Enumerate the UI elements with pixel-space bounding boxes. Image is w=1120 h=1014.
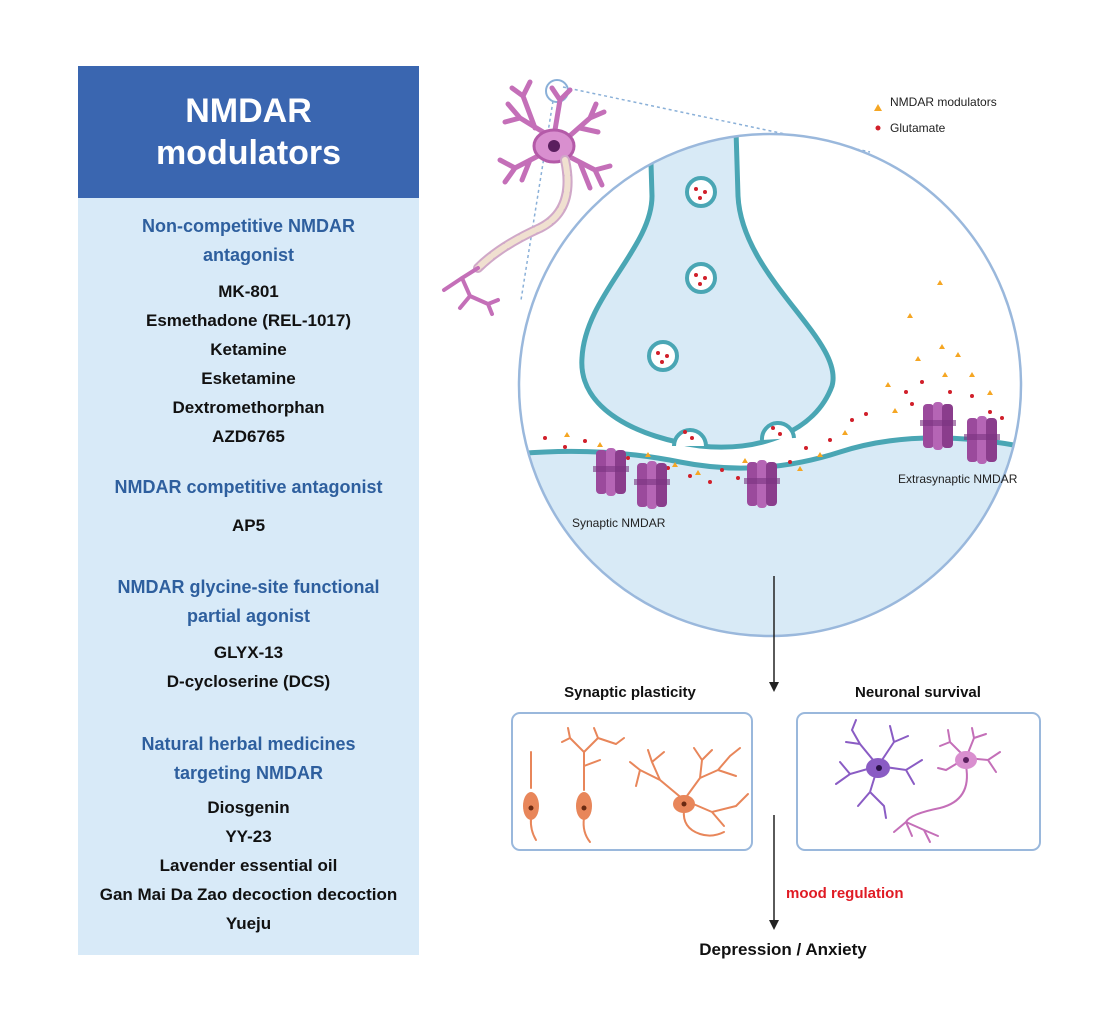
synaptic-nmdar-label: Synaptic NMDAR xyxy=(572,516,666,530)
legend-modulators-label: NMDAR modulators xyxy=(890,95,997,109)
section-title-competitive: NMDAR competitive antagonist xyxy=(114,477,383,497)
list-item: MK-801 xyxy=(218,282,279,301)
synaptic-receptor-icon xyxy=(744,460,780,508)
list-item: Gan Mai Da Zao decoction decoction xyxy=(99,885,398,904)
legend-modulator-marker xyxy=(874,104,882,111)
panel-title-line2: modulators xyxy=(155,134,342,172)
list-item: GLYX-13 xyxy=(213,643,284,662)
list-item: YY-23 xyxy=(225,827,272,846)
extrasynaptic-receptor-icon xyxy=(920,402,956,450)
zoom-circle-border xyxy=(517,132,1023,638)
healthy-neurons-icon xyxy=(835,719,1001,843)
panel-title-line1: NMDAR xyxy=(185,92,312,130)
list-item: AP5 xyxy=(231,516,266,535)
panel-header: NMDAR modulators xyxy=(78,66,419,198)
neuron-icon xyxy=(442,79,613,316)
survival-box xyxy=(796,712,1041,851)
section-title-glycine-site: NMDAR glycine-site functional partial ag… xyxy=(117,577,380,626)
extrasynaptic-receptor-icon xyxy=(964,416,1000,464)
section-items-glycine-site: GLYX-13 D-cycloserine (DCS) xyxy=(78,638,419,696)
list-item: Esmethadone (REL-1017) xyxy=(146,311,351,330)
list-item: Esketamine xyxy=(201,369,296,388)
section-items-herbal: Diosgenin YY-23 Lavender essential oil G… xyxy=(78,793,419,938)
list-item: AZD6765 xyxy=(212,427,285,446)
extrasynaptic-nmdar-label: Extrasynaptic NMDAR xyxy=(898,472,1018,486)
list-item: Lavender essential oil xyxy=(159,856,338,875)
flow-arrow xyxy=(769,576,779,692)
modulator-molecules xyxy=(564,280,993,475)
legend-glutamate-label: Glutamate xyxy=(890,121,946,135)
zoom-guide-line xyxy=(562,86,871,153)
list-item: Dextromethorphan xyxy=(172,398,325,417)
section-title-noncompetitive: Non-competitive NMDAR antagonist xyxy=(141,216,355,265)
neuronal-survival-label: Neuronal survival xyxy=(855,684,981,701)
section-items-competitive: AP5 xyxy=(78,511,419,540)
modulators-panel: NMDAR modulators Non-competitive NMDAR a… xyxy=(78,66,419,955)
flow-arrow xyxy=(769,815,779,930)
list-item: Yueju xyxy=(225,914,272,933)
synaptic-receptor-icon xyxy=(634,461,670,509)
legend-glutamate-marker xyxy=(875,125,881,131)
list-item: D-cycloserine (DCS) xyxy=(166,672,331,691)
list-item: Diosgenin xyxy=(207,798,290,817)
section-items-noncompetitive: MK-801 Esmethadone (REL-1017) Ketamine E… xyxy=(78,277,419,451)
dendrite-growth-icon xyxy=(523,727,749,843)
synaptic-plasticity-label: Synaptic plasticity xyxy=(564,684,696,701)
outcome-label: Depression / Anxiety xyxy=(699,940,867,959)
section-title-herbal: Natural herbal medicines targeting NMDAR xyxy=(141,734,356,783)
synaptic-receptor-icon xyxy=(593,448,629,496)
mood-regulation-label: mood regulation xyxy=(786,885,904,902)
plasticity-box xyxy=(511,712,753,851)
vesicles xyxy=(647,176,796,447)
list-item: Ketamine xyxy=(210,340,287,359)
